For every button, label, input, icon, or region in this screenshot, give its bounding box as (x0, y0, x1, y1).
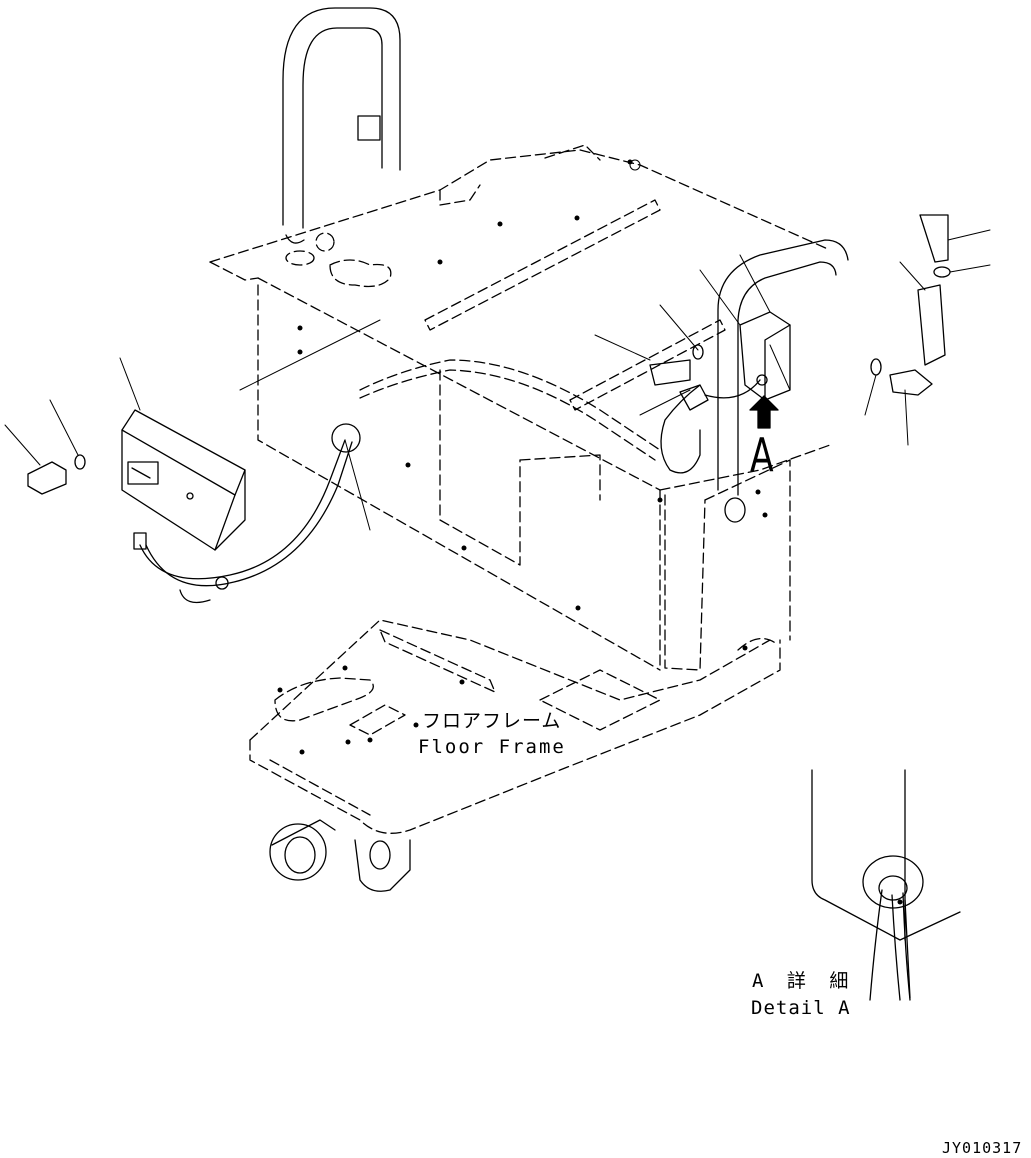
center-harness (649, 344, 761, 474)
mounting-holes (277, 159, 903, 905)
detail-label-en: Detail A (751, 997, 851, 1019)
detail-a-view (811, 769, 961, 1001)
left-handrail (282, 7, 401, 244)
floor-plate-top (209, 144, 831, 491)
left-harness (133, 423, 361, 604)
right-bracket (870, 214, 951, 396)
leader-lines (4, 229, 991, 531)
detail-label-jp: A 詳 細 (752, 970, 855, 992)
view-arrow-icon (749, 395, 779, 429)
floor-frame (249, 619, 781, 834)
caster-parts (269, 819, 411, 892)
sensor-module (739, 311, 791, 401)
view-marker-label: A (750, 428, 774, 482)
right-handrail (717, 239, 849, 523)
floor-frame-label-en: Floor Frame (418, 736, 566, 758)
floor-frame-label-jp: フロアフレーム (422, 710, 562, 732)
controller-box (121, 409, 246, 551)
left-bolt-washer (27, 454, 86, 495)
drawing-number: JY010317 (942, 1139, 1023, 1157)
box-frame (257, 284, 791, 671)
